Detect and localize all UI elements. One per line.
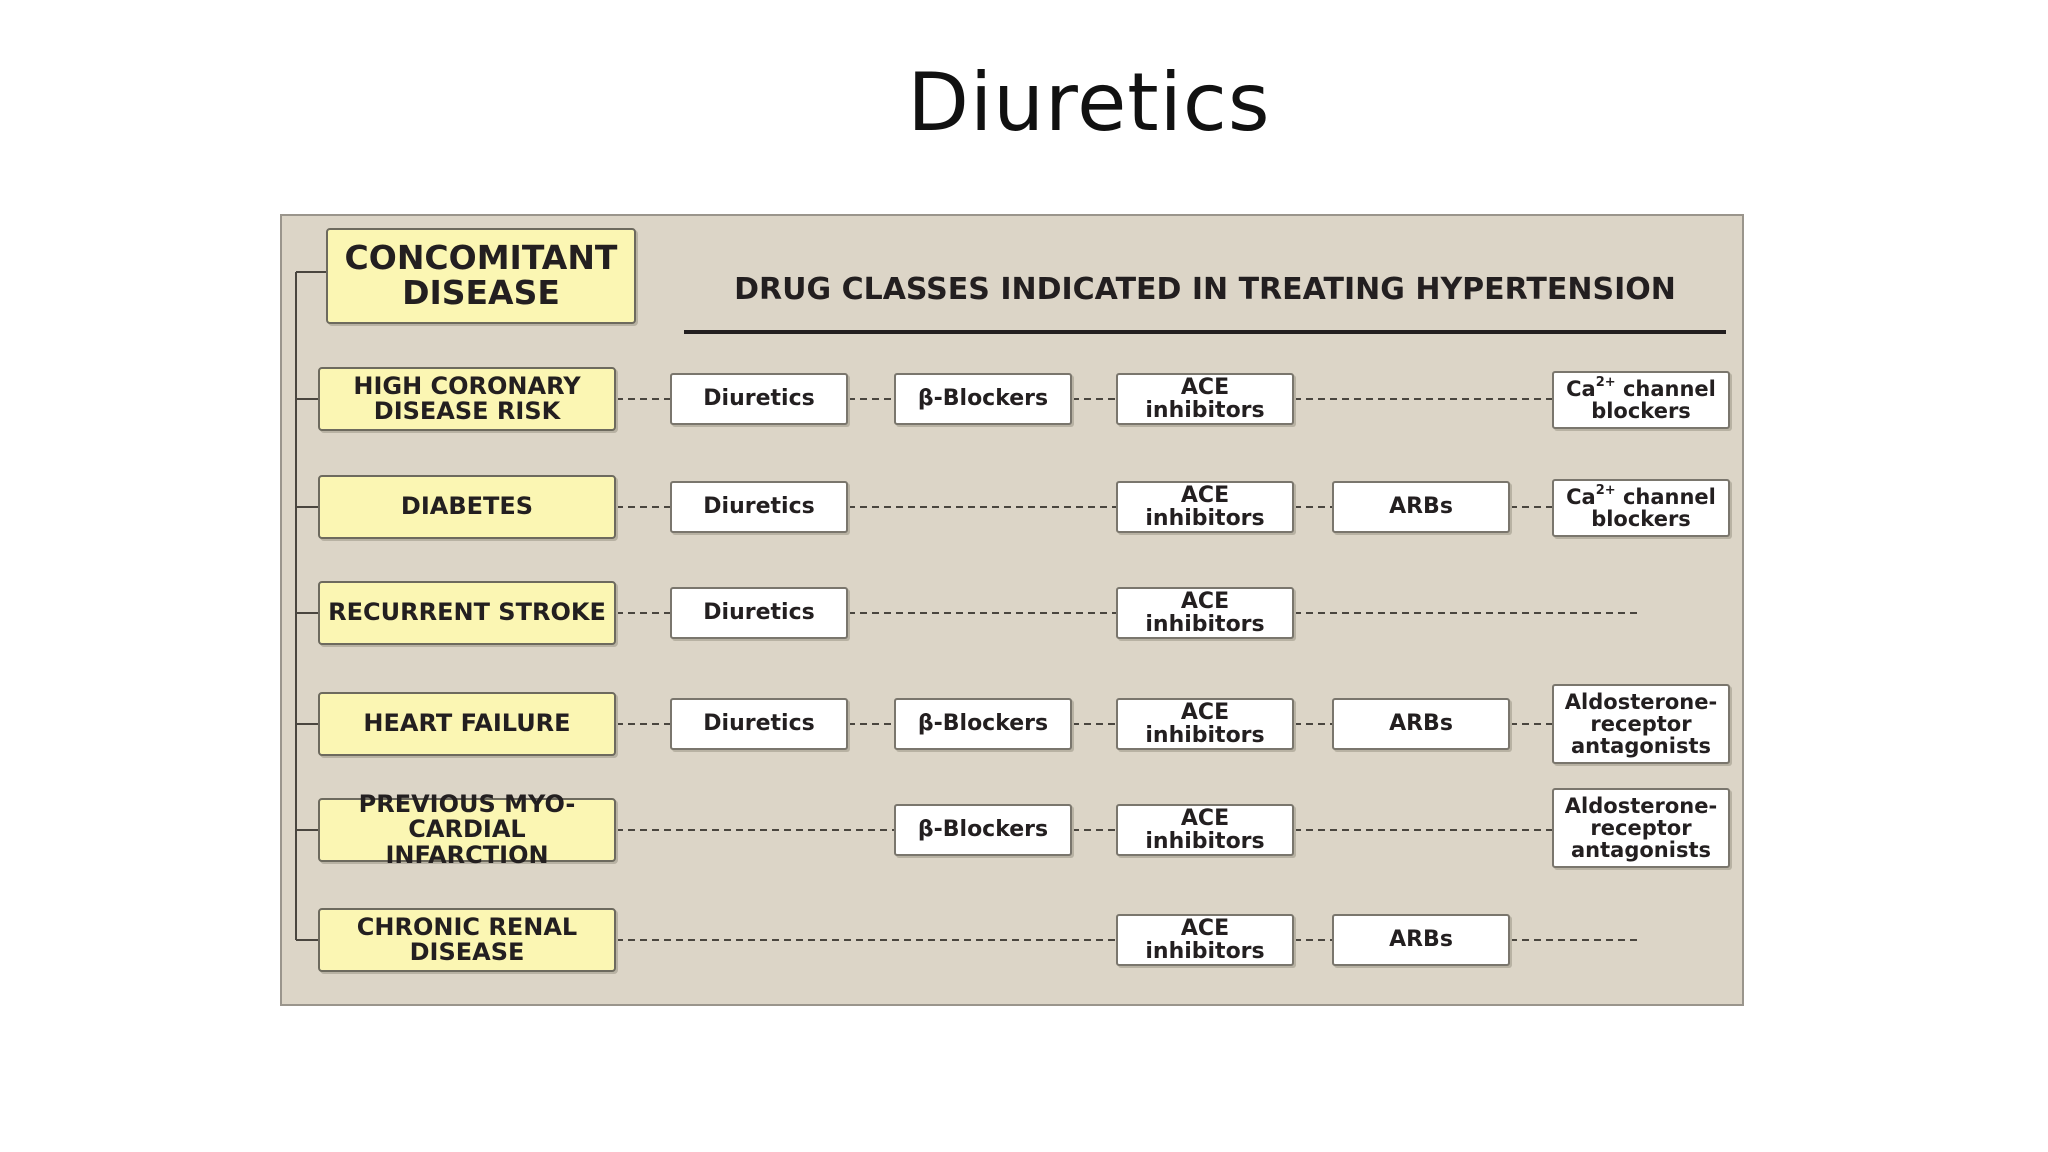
drug-ace-inhibitors: ACE inhibitors <box>1116 804 1294 856</box>
drug-arbs: ARBs <box>1332 914 1510 966</box>
ca-suffix: channel <box>1615 376 1716 401</box>
subtitle-rule <box>684 330 1726 334</box>
drug-ca-channel-blockers: Ca2+ channel blockers <box>1552 479 1730 537</box>
ca-superscript: 2+ <box>1595 482 1616 498</box>
drug-aldosterone-antagonists: Aldosterone- receptor antagonists <box>1552 788 1730 868</box>
drug-diuretics: Diuretics <box>670 373 848 425</box>
ca-line-2: blockers <box>1591 507 1691 531</box>
connector-lines <box>295 271 1642 941</box>
drug-class-diagram: CONCOMITANT DISEASE DRUG CLASSES INDICAT… <box>280 214 1744 1006</box>
disease-label-line-2: DISEASE RISK <box>373 397 561 425</box>
disease-recurrent-stroke: RECURRENT STROKE <box>318 581 616 645</box>
disease-heart-failure: HEART FAILURE <box>318 692 616 756</box>
aldosterone-line-3: antagonists <box>1571 838 1711 863</box>
disease-label-line-1: HIGH CORONARY <box>353 371 581 400</box>
aldosterone-line-3: antagonists <box>1571 734 1711 759</box>
drug-diuretics: Diuretics <box>670 698 848 750</box>
disease-previous-mi: PREVIOUS MYO- CARDIAL INFARCTION <box>318 792 616 867</box>
aldosterone-line-2: receptor <box>1590 711 1692 736</box>
disease-label-line-1: PREVIOUS MYO- <box>358 790 576 819</box>
ca-suffix: channel <box>1615 484 1716 509</box>
drug-beta-blockers: β-Blockers <box>894 373 1072 425</box>
ca-superscript: 2+ <box>1595 374 1616 390</box>
drug-ace-inhibitors: ACE inhibitors <box>1116 698 1294 750</box>
drug-diuretics: Diuretics <box>670 481 848 533</box>
aldosterone-line-2: receptor <box>1590 815 1692 840</box>
drug-ca-channel-blockers: Ca2+ channel blockers <box>1552 371 1730 429</box>
drug-classes-subtitle: DRUG CLASSES INDICATED IN TREATING HYPER… <box>734 272 1676 307</box>
ca-line-2: blockers <box>1591 399 1691 423</box>
disease-diabetes: DIABETES <box>318 475 616 539</box>
drug-diuretics: Diuretics <box>670 587 848 639</box>
drug-arbs: ARBs <box>1332 698 1510 750</box>
disease-chronic-renal: CHRONIC RENAL DISEASE <box>318 908 616 972</box>
drug-aldosterone-antagonists: Aldosterone- receptor antagonists <box>1552 684 1730 764</box>
drug-arbs: ARBs <box>1332 481 1510 533</box>
drug-ace-inhibitors: ACE inhibitors <box>1116 587 1294 639</box>
disease-label-line-2: DISEASE <box>409 938 525 966</box>
concomitant-disease-header: CONCOMITANT DISEASE <box>326 228 636 324</box>
slide-title: Diuretics <box>907 56 1271 149</box>
drug-ace-inhibitors: ACE inhibitors <box>1116 914 1294 966</box>
disease-label-line-1: CHRONIC RENAL <box>356 912 578 941</box>
aldosterone-line-1: Aldosterone- <box>1564 793 1718 818</box>
drug-beta-blockers: β-Blockers <box>894 804 1072 856</box>
header-line-1: CONCOMITANT <box>344 238 618 278</box>
drug-ace-inhibitors: ACE inhibitors <box>1116 481 1294 533</box>
aldosterone-line-1: Aldosterone- <box>1564 689 1718 714</box>
ca-prefix: Ca <box>1566 484 1596 509</box>
drug-ace-inhibitors: ACE inhibitors <box>1116 373 1294 425</box>
disease-high-coronary-risk: HIGH CORONARY DISEASE RISK <box>318 367 616 431</box>
ca-prefix: Ca <box>1566 376 1596 401</box>
drug-beta-blockers: β-Blockers <box>894 698 1072 750</box>
disease-label-line-2: CARDIAL INFARCTION <box>385 815 549 869</box>
header-line-2: DISEASE <box>402 273 560 312</box>
